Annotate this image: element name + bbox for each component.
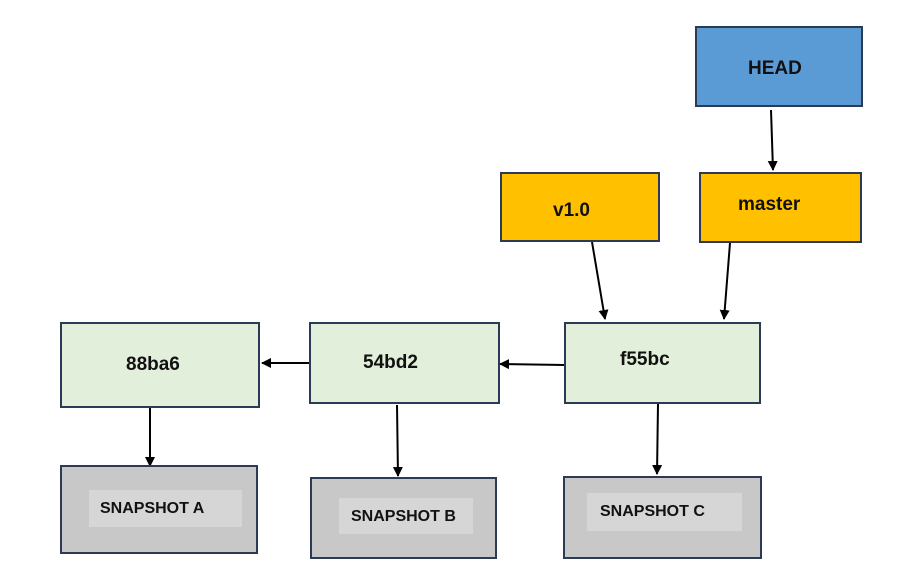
edge-tag-to-f55bc <box>591 241 609 320</box>
commit-f55bc: f55bc <box>564 322 761 404</box>
commit-54bd2: 54bd2 <box>309 322 500 404</box>
head-label: HEAD <box>748 58 802 79</box>
edge-54bd2-to-snapshot-b <box>392 404 403 477</box>
master-label: master <box>738 194 801 215</box>
commit-f55bc-hash: f55bc <box>620 349 670 370</box>
edge-master-to-f55bc <box>719 242 731 320</box>
edge-f55bc-to-54bd2 <box>499 359 566 370</box>
snapshot-a-label-backing <box>89 490 242 527</box>
commit-88ba6-hash: 88ba6 <box>126 354 180 375</box>
snapshot-b-label-backing <box>339 498 473 534</box>
edge-f55bc-to-snapshot-c <box>652 403 663 475</box>
snapshot-a-label: SNAPSHOT A <box>100 500 205 517</box>
edge-head-to-master <box>767 109 778 171</box>
master-branch-box: master <box>699 172 862 243</box>
snapshot-c-label: SNAPSHOT C <box>600 503 705 520</box>
commit-88ba6: 88ba6 <box>60 322 260 408</box>
snapshot-b-label: SNAPSHOT B <box>351 508 456 525</box>
snapshot-b-box: SNAPSHOT B <box>310 477 497 559</box>
commit-54bd2-hash: 54bd2 <box>363 352 418 373</box>
snapshot-c-box: SNAPSHOT C <box>563 476 762 559</box>
snapshot-a-box: SNAPSHOT A <box>60 465 258 554</box>
head-pointer-box: HEAD <box>695 26 863 107</box>
tag-label: v1.0 <box>553 200 590 221</box>
tag-v1-box: v1.0 <box>500 172 660 242</box>
snapshot-c-label-backing <box>587 493 742 531</box>
